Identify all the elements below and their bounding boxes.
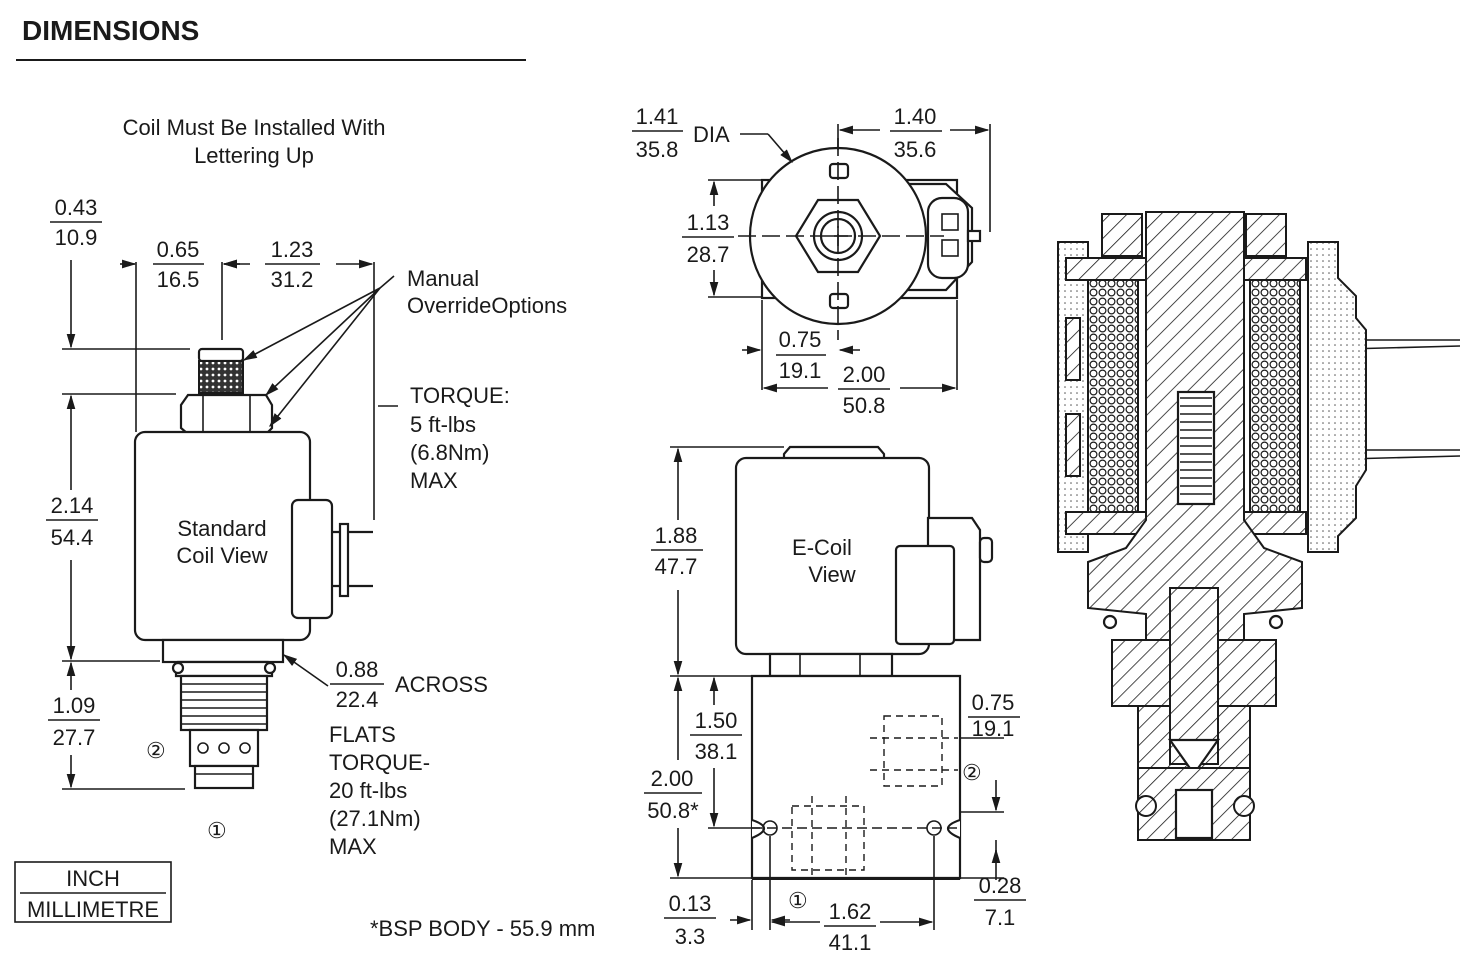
manual-override-label-2: OverrideOptions: [407, 293, 567, 318]
coil-housing-right: [1307, 241, 1367, 553]
e-coil-label-1: E-Coil: [792, 535, 852, 560]
flats-line-3: 20 ft-lbs: [329, 778, 407, 803]
dim-075a-mm: 19.1: [779, 358, 822, 383]
dim-065-mm: 16.5: [157, 267, 200, 292]
flats-line-1: FLATS: [329, 722, 396, 747]
coil-winding-left: [1087, 279, 1139, 513]
coil-winding-right: [1249, 279, 1301, 513]
dim-075b-in: 0.75: [972, 690, 1015, 715]
dim-043-in: 0.43: [55, 195, 98, 220]
legend-inch: INCH: [66, 866, 120, 891]
flats-line-2: TORQUE-: [329, 750, 430, 775]
coil-terminal-box: [290, 498, 334, 620]
flats-line-5: MAX: [329, 834, 377, 859]
install-note-line2: Lettering Up: [194, 143, 314, 168]
port-1-label: ①: [207, 818, 227, 843]
dim-028-mm: 7.1: [985, 905, 1016, 930]
bsp-body-note: *BSP BODY - 55.9 mm: [370, 916, 595, 941]
dim-214-mm: 54.4: [51, 525, 94, 550]
dim-200a-in: 2.00: [843, 362, 886, 387]
connector-plug: [926, 196, 970, 280]
standard-coil-label-2: Coil View: [176, 543, 267, 568]
e-coil-view: E-Coil View ② ① 1.88 47.7: [644, 445, 1026, 955]
dim-075b-mm: 19.1: [972, 716, 1015, 741]
dim-028-in: 0.28: [979, 873, 1022, 898]
top-view: 1.41 35.8 DIA 1.40 35.6 1.13 28.7 0.75 1…: [632, 104, 991, 418]
dim-200b-mm: 50.8*: [647, 798, 699, 823]
standard-coil-view: Coil Must Be Installed With Lettering Up…: [46, 115, 567, 859]
lower-body: [161, 638, 285, 664]
torque-top-2: 5 ft-lbs: [410, 412, 476, 437]
unit-legend: INCH MILLIMETRE: [14, 861, 172, 923]
dim-188-mm: 47.7: [655, 554, 698, 579]
dim-088-mm: 22.4: [336, 687, 379, 712]
valve-body-block: [750, 674, 962, 880]
dim-140-mm: 35.6: [894, 137, 937, 162]
torque-top-4: MAX: [410, 468, 458, 493]
legend-millimetre: MILLIMETRE: [27, 897, 159, 922]
install-note-line1: Coil Must Be Installed With: [123, 115, 386, 140]
dim-200a-mm: 50.8: [843, 393, 886, 418]
dim-141-mm: 35.8: [636, 137, 679, 162]
dim-141-in: 1.41: [636, 104, 679, 129]
dim-113-in: 1.13: [687, 210, 730, 235]
across-label: ACROSS: [395, 672, 488, 697]
lower-hex: [174, 660, 274, 678]
manual-override-label-1: Manual: [407, 266, 479, 291]
dim-013-mm: 3.3: [675, 924, 706, 949]
torque-top-3: (6.8Nm): [410, 440, 489, 465]
e-coil-port-2: ②: [962, 760, 982, 785]
dim-150-mm: 38.1: [695, 739, 738, 764]
poppet: [1169, 587, 1219, 765]
cartridge-threads: [179, 674, 269, 732]
dim-109-mm: 27.7: [53, 725, 96, 750]
dim-200b-in: 2.00: [651, 766, 694, 791]
dim-214-in: 2.14: [51, 493, 94, 518]
e-coil-port-1: ①: [788, 888, 808, 913]
dim-109-in: 1.09: [53, 693, 96, 718]
flats-line-4: (27.1Nm): [329, 806, 421, 831]
dim-075a-in: 0.75: [779, 327, 822, 352]
page-title: DIMENSIONS: [22, 15, 199, 46]
manual-override-knurl: [198, 360, 244, 394]
dia-label: DIA: [693, 122, 730, 147]
dim-113-mm: 28.7: [687, 242, 730, 267]
dim-088-in: 0.88: [336, 657, 379, 682]
dim-140-in: 1.40: [894, 104, 937, 129]
manual-override-cap: [197, 347, 245, 363]
dim-150-in: 1.50: [695, 708, 738, 733]
top-hex-nut: [179, 393, 274, 436]
cross-section-view: [1057, 211, 1461, 841]
dim-013-in: 0.13: [669, 891, 712, 916]
dim-162-in: 1.62: [829, 899, 872, 924]
dim-043-mm: 10.9: [55, 225, 98, 250]
coil-housing-left: [1057, 241, 1089, 553]
dim-162-mm: 41.1: [829, 930, 872, 955]
e-coil-label-2: View: [808, 562, 855, 587]
standard-coil-label-1: Standard: [177, 516, 266, 541]
dim-188-in: 1.88: [655, 523, 698, 548]
dim-123-mm: 31.2: [271, 267, 314, 292]
port-2-label: ②: [146, 738, 166, 763]
dim-123-in: 1.23: [271, 237, 314, 262]
dim-065-in: 0.65: [157, 237, 200, 262]
torque-top-1: TORQUE:: [410, 383, 510, 408]
